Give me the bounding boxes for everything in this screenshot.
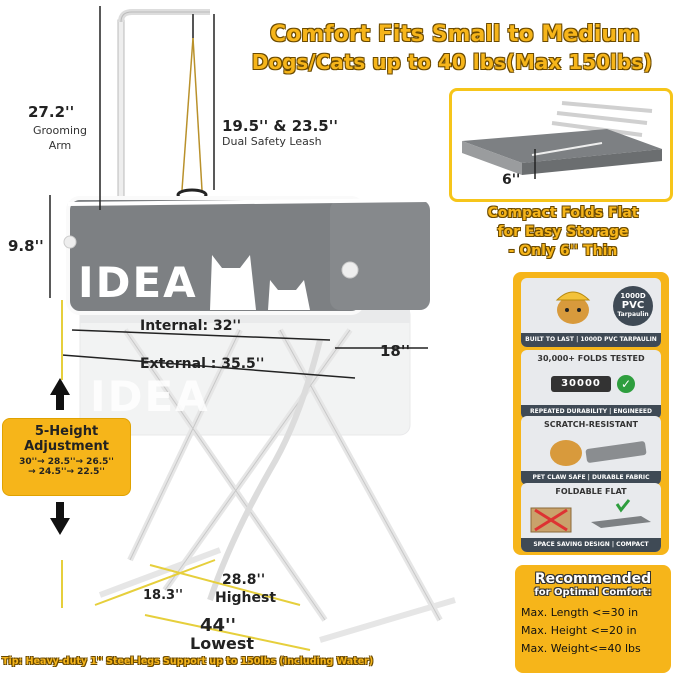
pvc-badge-line-2: PVC: [621, 300, 645, 311]
feature-card-foldable: FOLDABLE FLAT SPACE SAVING DESIGN | COMP…: [521, 483, 661, 552]
fold-caption-3: - Only 6'' Thin: [508, 243, 618, 259]
recommended-title-1: Recommended: [534, 571, 652, 587]
height-adjustment-title-2: Adjustment: [24, 439, 109, 454]
width-label: 18'': [380, 342, 411, 360]
dog-mascot-icon: [555, 291, 591, 324]
headline-line-2: Dogs/Cats up to 40 lbs(Max 150lbs): [251, 50, 653, 74]
feature-strip-scratch: PET CLAW SAFE | DURABLE FABRIC: [521, 471, 661, 485]
up-arrow-icon: [50, 378, 70, 410]
dog-paw-icon: [550, 440, 647, 466]
folded-tub-panel: [449, 88, 673, 202]
cat-silhouette-2: [268, 280, 310, 310]
height-values-1: 30''→ 28.5''→ 26.5'': [19, 457, 114, 467]
footer-tip: Tip: Heavy-duty 1'' Steel-legs Support u…: [2, 656, 374, 667]
leash-length-label: 19.5'' & 23.5'': [222, 117, 338, 135]
recommended-box: Recommended for Optimal Comfort: Max. Le…: [515, 565, 671, 673]
foldable-title: FOLDABLE FLAT: [555, 487, 627, 496]
arm-caption-2: Arm: [48, 139, 72, 152]
brand-logo-lower: IDEA: [90, 372, 210, 421]
height-values-2: → 24.5''→ 22.5'': [28, 467, 105, 477]
headline-line-1: Comfort Fits Small to Medium: [269, 22, 641, 47]
height-adjustment-title-1: 5-Height: [34, 424, 99, 439]
pvc-badge-line-3: Tarpaulin: [617, 311, 649, 318]
tub-depth-label: 9.8'': [8, 237, 44, 255]
features-panel: 1000D PVC Tarpaulin BUILT TO LAST | 1000…: [513, 272, 669, 555]
highest-caption: Highest: [215, 590, 277, 606]
feature-card-scratch: SCRATCH-RESISTANT PET CLAW SAFE | DURABL…: [521, 416, 661, 485]
max-height: Max. Height <=20 in: [521, 624, 637, 637]
scratch-title: SCRATCH-RESISTANT: [543, 420, 638, 429]
down-arrow-icon: [50, 502, 70, 535]
pvc-badge: 1000D PVC Tarpaulin: [613, 286, 653, 326]
arm-caption-1: Grooming: [33, 124, 87, 137]
highest-width-label: 28.8'': [222, 572, 266, 588]
feature-strip-folds: REPEATED DURABILITY | ENGINEEED MECHANIS…: [521, 405, 661, 419]
dimension-lines: [49, 6, 428, 379]
check-icon: ✓: [617, 375, 635, 393]
dimension-lines-yellow: [61, 300, 311, 651]
feature-strip-foldable: SPACE SAVING DESIGN | COMPACT STORAGE: [521, 538, 661, 552]
external-length-label: External : 35.5'': [140, 356, 265, 372]
folds-counter: 30000: [551, 376, 611, 392]
max-length: Max. Length <=30 in: [521, 606, 639, 619]
cat-silhouette-1: [210, 255, 256, 310]
folded-compare-icon: [530, 499, 651, 533]
lowest-width-label: 44'': [200, 615, 237, 636]
lowest-caption: Lowest: [190, 634, 254, 653]
height-adjustment-box: 5-Height Adjustment 30''→ 28.5''→ 26.5''…: [2, 418, 131, 496]
fold-caption-2: for Easy Storage: [497, 224, 629, 240]
feature-card-folds: 30,000+ FOLDS TESTED 30000 ✓ REPEATED DU…: [521, 350, 661, 419]
main-tub: [63, 196, 431, 315]
feature-strip-pvc: BUILT TO LAST | 1000D PVC TARPAULIN: [521, 333, 661, 347]
folded-tub-icon: [462, 101, 662, 179]
folds-title: 30,000+ FOLDS TESTED: [537, 354, 645, 363]
base-depth-label: 18.3'': [143, 588, 184, 603]
fold-caption-1: Compact Folds Flat: [487, 205, 639, 221]
recommended-title-2: for Optimal Comfort:: [534, 587, 652, 598]
max-weight: Max. Weight<=40 lbs: [521, 642, 641, 655]
grooming-arm: [117, 9, 210, 202]
internal-length-label: Internal: 32'': [140, 318, 242, 334]
pvc-badge-line-1: 1000D: [620, 292, 646, 300]
drain-hose: [207, 339, 323, 601]
feature-card-pvc: 1000D PVC Tarpaulin BUILT TO LAST | 1000…: [521, 278, 661, 347]
brand-logo-front: IDEA: [78, 258, 198, 307]
fold-thickness-label: 6'': [502, 172, 521, 188]
leash-caption: Dual Safety Leash: [222, 135, 322, 148]
arm-height-label: 27.2'': [28, 103, 75, 121]
